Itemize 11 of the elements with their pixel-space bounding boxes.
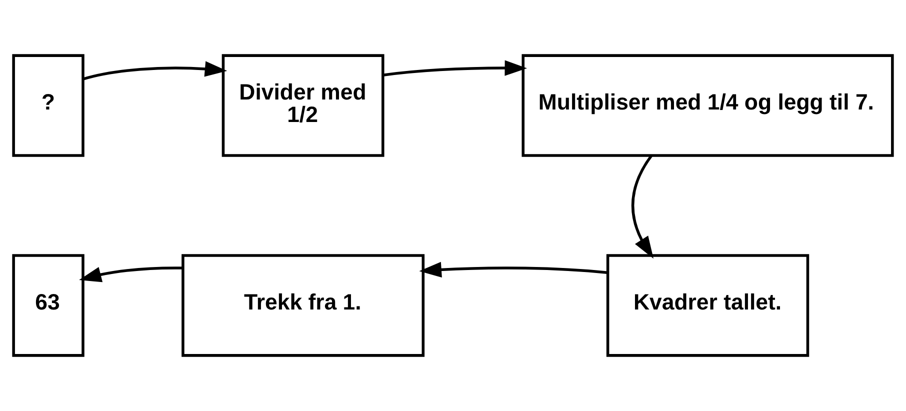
arrow [79, 266, 182, 282]
node-box: ? [12, 54, 84, 157]
arrow [419, 262, 608, 278]
node-box: Trekk fra 1. [182, 254, 425, 357]
arrow [631, 155, 654, 259]
node-box: Divider med 1/2 [222, 54, 384, 157]
node-box: 63 [12, 254, 84, 357]
arrow [382, 60, 528, 76]
node-box: Multipliser med 1/4 og legg til 7. [522, 54, 894, 157]
arrow [82, 61, 228, 80]
node-box: Kvadrer tallet. [606, 254, 810, 357]
